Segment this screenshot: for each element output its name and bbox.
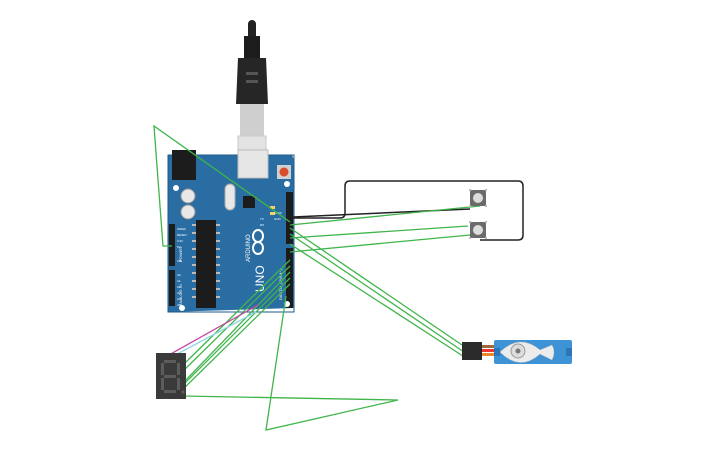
rx-label: RX [260, 223, 264, 227]
analog-pin-a5: A5 [177, 303, 181, 307]
analog-pin-a2: A2 [177, 285, 181, 289]
vin-label: VIN [177, 259, 182, 263]
wire-black-group[interactable] [292, 180, 524, 241]
board-model-label: UNO [253, 265, 267, 292]
ioref-label: IOREF [177, 227, 186, 231]
tx-label: TX [260, 217, 264, 221]
v5-label: 5V [177, 245, 181, 249]
seven-segment-display-icon[interactable]: 8. [0, 0, 186, 399]
wire-green-group[interactable] [153, 124, 481, 431]
display-digit: 8. [0, 0, 2, 1]
analog-label: ANALOG IN [178, 284, 183, 306]
power-label: POWER [178, 247, 183, 262]
servo-icon[interactable] [462, 340, 572, 364]
v33-label: 3.3V [177, 239, 183, 243]
pushbutton-icon[interactable] [469, 221, 487, 239]
analog-pin-a0: A0 [177, 273, 181, 277]
reset-button-icon[interactable] [277, 165, 291, 179]
analog-pin-a1: A1 [177, 279, 181, 283]
gnd-label: GND [274, 217, 282, 221]
reset-label: RESET [177, 233, 187, 237]
board-brand-label: ARDUINO [246, 234, 252, 262]
digital-pins-label: DIGITAL (PWM~) [278, 268, 283, 300]
analog-pin-a4: A4 [177, 297, 181, 301]
analog-pin-a3: A3 [177, 291, 181, 295]
wire-cyan[interactable] [165, 311, 257, 361]
wire-pink[interactable] [159, 304, 259, 361]
pushbutton-icon[interactable] [469, 189, 487, 207]
